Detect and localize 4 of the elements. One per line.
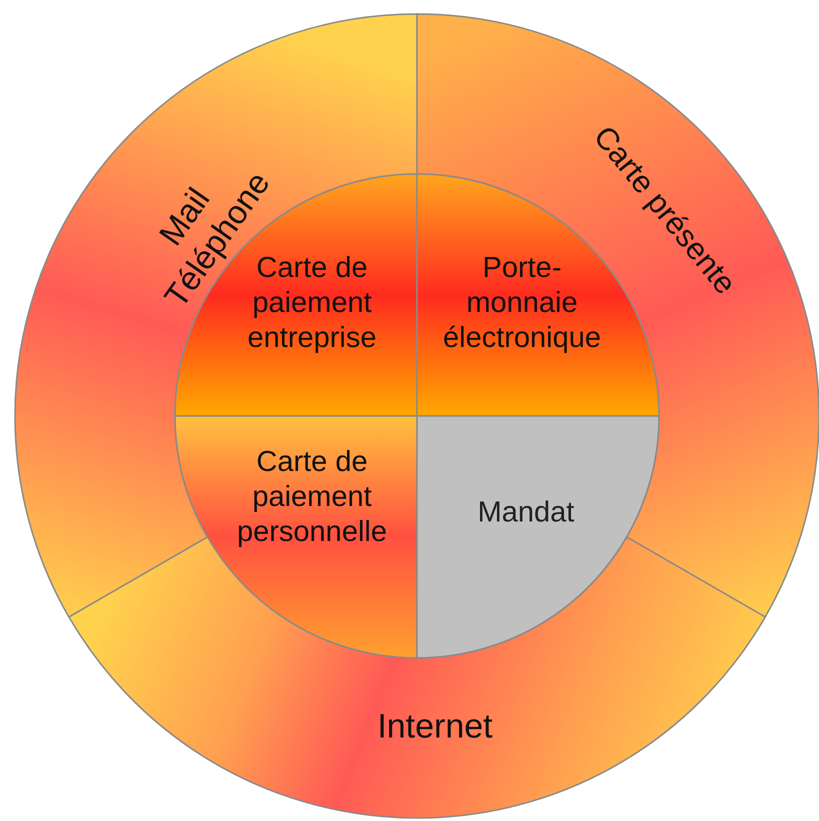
quadrant-label: Porte-monnaie électronique	[442, 250, 602, 356]
segment-label: Internet	[376, 706, 494, 748]
quadrant-label: Mandat	[476, 496, 576, 530]
quadrant-label: Carte de paiement personnelle	[236, 444, 388, 550]
